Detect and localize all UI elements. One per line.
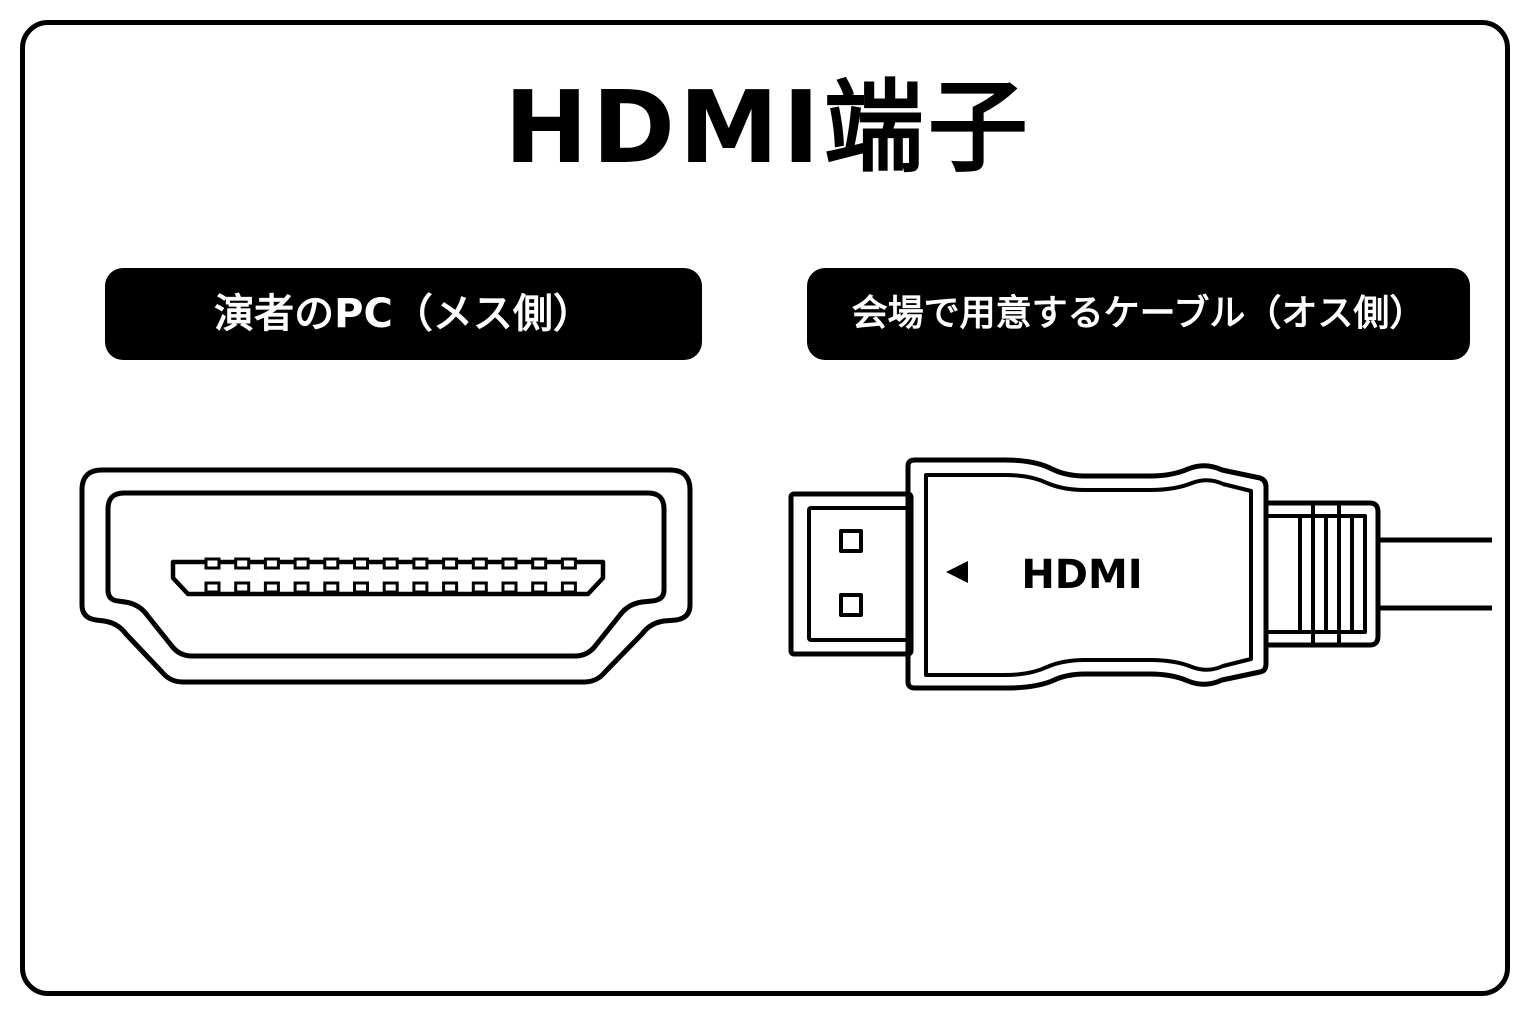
port-pin-top (293, 557, 310, 570)
plug-hole-bottom (839, 593, 863, 617)
port-pin-top (501, 557, 518, 570)
port-pin-bottom (263, 581, 280, 594)
plug-body-outer (905, 457, 1269, 691)
port-inner-opening (105, 490, 667, 659)
female-label: 演者のPC（メス側） (105, 268, 702, 360)
port-pin-top (353, 557, 369, 570)
port-pin-top (382, 557, 399, 570)
port-pin-top (323, 557, 340, 570)
port-pin-top (412, 557, 429, 570)
page-title: HDMI端子 (504, 69, 1032, 186)
cable-outline (1378, 537, 1492, 611)
port-pin-top (234, 557, 251, 570)
port-pin-bottom (382, 581, 399, 594)
port-pins (204, 557, 577, 594)
port-pin-bottom (323, 581, 340, 594)
port-pin-bottom (293, 581, 310, 594)
port-pin-top (531, 557, 548, 570)
port-pin-bottom (234, 581, 251, 594)
hdmi-female-port-icon (79, 467, 693, 685)
port-pin-bottom (412, 581, 429, 594)
port-pin-bottom (204, 581, 221, 594)
port-pin-top (442, 557, 459, 570)
port-pin-top (204, 557, 221, 570)
hdmi-male-plug-icon (788, 457, 1492, 691)
strain-relief-outer (1266, 500, 1381, 648)
port-pin-bottom (471, 581, 488, 594)
port-pin-top (560, 557, 577, 570)
cable-inner (1378, 553, 1492, 595)
plug-hole-top (839, 529, 863, 553)
port-pin-tongue (170, 559, 606, 597)
plug-hdmi-text: HDMI (1021, 552, 1142, 598)
plug-tip-inner (807, 506, 913, 642)
port-pin-top (263, 557, 280, 570)
port-pin-bottom (531, 581, 548, 594)
port-pin-bottom (442, 581, 459, 594)
port-outer-casing (79, 467, 693, 685)
port-pin-bottom (353, 581, 369, 594)
port-pin-bottom (560, 581, 577, 594)
outer-frame (20, 20, 1510, 996)
strain-relief-inner (1266, 514, 1367, 634)
male-label: 会場で用意するケーブル（オス側） (807, 268, 1470, 360)
plug-body-inner (924, 473, 1253, 677)
port-pin-top (471, 557, 488, 570)
port-pin-bottom (501, 581, 518, 594)
left-triangle-icon (946, 561, 968, 583)
